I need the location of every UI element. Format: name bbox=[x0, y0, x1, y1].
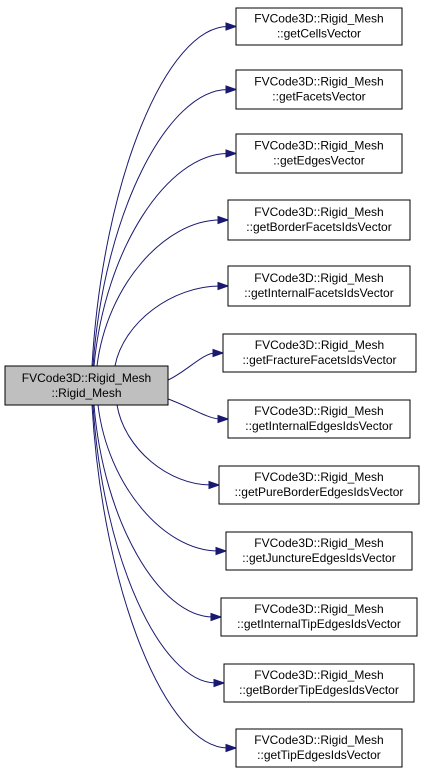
target-node-9[interactable]: FVCode3D::Rigid_Mesh::getJunctureEdgesId… bbox=[225, 531, 413, 571]
target-node-3[interactable]: FVCode3D::Rigid_Mesh::getEdgesVector bbox=[235, 133, 403, 174]
target-node-4[interactable]: FVCode3D::Rigid_Mesh::getBorderFacetsIds… bbox=[227, 199, 411, 241]
target-node-line1: FVCode3D::Rigid_Mesh bbox=[254, 733, 383, 747]
target-node-5[interactable]: FVCode3D::Rigid_Mesh::getInternalFacetsI… bbox=[227, 265, 411, 307]
target-node-line1: FVCode3D::Rigid_Mesh bbox=[254, 139, 383, 153]
call-edge-10 bbox=[93, 404, 214, 618]
target-node-line2: ::getJunctureEdgesIdsVector bbox=[242, 551, 395, 565]
target-node-box bbox=[222, 333, 417, 373]
target-node-line1: FVCode3D::Rigid_Mesh bbox=[254, 536, 383, 550]
target-node-line2: ::getPureBorderEdgesIdsVector bbox=[235, 485, 404, 499]
arrowhead-2 bbox=[225, 85, 238, 94]
target-node-line2: ::getInternalTipEdgesIdsVector bbox=[237, 617, 401, 631]
target-node-line2: ::getFacetsVector bbox=[272, 90, 365, 104]
call-edge-3 bbox=[93, 153, 229, 367]
call-edge-4 bbox=[96, 219, 221, 367]
call-edge-1 bbox=[91, 26, 229, 367]
target-node-line1: FVCode3D::Rigid_Mesh bbox=[254, 470, 383, 484]
arrowhead-11 bbox=[213, 678, 226, 688]
source-node[interactable]: FVCode3D::Rigid_Mesh ::Rigid_Mesh bbox=[4, 365, 169, 406]
call-edge-7 bbox=[167, 398, 221, 420]
target-node-11[interactable]: FVCode3D::Rigid_Mesh::getBorderTipEdgesI… bbox=[223, 663, 415, 703]
source-node-box bbox=[4, 365, 169, 406]
arrowhead-1 bbox=[225, 22, 238, 31]
target-node-1[interactable]: FVCode3D::Rigid_Mesh::getCellsVector bbox=[235, 7, 403, 46]
call-edge-2 bbox=[92, 89, 229, 367]
target-node-box bbox=[223, 663, 415, 703]
target-node-box bbox=[235, 728, 403, 768]
arrowhead-9 bbox=[215, 546, 228, 556]
target-node-box bbox=[227, 399, 411, 439]
target-node-6[interactable]: FVCode3D::Rigid_Mesh::getFractureFacetsI… bbox=[222, 333, 417, 373]
call-edge-8 bbox=[116, 404, 212, 486]
target-node-line2: ::getEdgesVector bbox=[273, 154, 364, 168]
target-node-line2: ::getInternalFacetsIdsVector bbox=[244, 286, 393, 300]
target-node-line2: ::getBorderTipEdgesIdsVector bbox=[239, 683, 399, 697]
target-node-line1: FVCode3D::Rigid_Mesh bbox=[254, 271, 383, 285]
target-node-line1: FVCode3D::Rigid_Mesh bbox=[255, 338, 384, 352]
target-node-line1: FVCode3D::Rigid_Mesh bbox=[254, 75, 383, 89]
call-edge-12 bbox=[91, 404, 229, 749]
target-node-line2: ::getTipEdgesIdsVector bbox=[257, 748, 381, 762]
arrowhead-3 bbox=[225, 149, 238, 158]
target-node-8[interactable]: FVCode3D::Rigid_Mesh::getPureBorderEdges… bbox=[218, 465, 420, 505]
arrowhead-4 bbox=[217, 215, 230, 225]
target-node-line2: ::getFractureFacetsIdsVector bbox=[242, 353, 396, 367]
target-node-box bbox=[227, 199, 411, 241]
call-edge-9 bbox=[97, 404, 219, 552]
target-node-line1: FVCode3D::Rigid_Mesh bbox=[254, 668, 383, 682]
source-node-line1: FVCode3D::Rigid_Mesh bbox=[22, 371, 151, 385]
source-node-line2: ::Rigid_Mesh bbox=[51, 386, 121, 400]
target-node-line2: ::getBorderFacetsIdsVector bbox=[246, 220, 391, 234]
call-edge-6 bbox=[167, 352, 216, 381]
target-node-line1: FVCode3D::Rigid_Mesh bbox=[254, 12, 383, 26]
target-node-12[interactable]: FVCode3D::Rigid_Mesh::getTipEdgesIdsVect… bbox=[235, 728, 403, 768]
target-node-box bbox=[218, 465, 420, 505]
call-nodes: FVCode3D::Rigid_Mesh ::Rigid_Mesh FVCode… bbox=[4, 7, 420, 768]
call-edges bbox=[91, 22, 238, 753]
arrowhead-6 bbox=[212, 348, 225, 358]
target-node-box bbox=[235, 133, 403, 174]
target-node-line2: ::getCellsVector bbox=[277, 27, 361, 41]
target-node-box bbox=[220, 597, 418, 637]
target-node-line1: FVCode3D::Rigid_Mesh bbox=[254, 205, 383, 219]
arrowhead-12 bbox=[225, 743, 238, 753]
arrowhead-5 bbox=[217, 281, 230, 291]
target-node-line2: ::getInternalEdgesIdsVector bbox=[245, 419, 392, 433]
target-node-box bbox=[225, 531, 413, 571]
call-edge-5 bbox=[114, 285, 221, 367]
target-node-box bbox=[227, 265, 411, 307]
target-node-2[interactable]: FVCode3D::Rigid_Mesh::getFacetsVector bbox=[235, 69, 403, 110]
target-node-line1: FVCode3D::Rigid_Mesh bbox=[254, 602, 383, 616]
arrowhead-10 bbox=[210, 612, 223, 622]
arrowhead-7 bbox=[217, 414, 230, 424]
arrowhead-8 bbox=[208, 480, 221, 490]
call-edge-11 bbox=[92, 404, 217, 684]
target-node-box bbox=[235, 69, 403, 110]
target-node-10[interactable]: FVCode3D::Rigid_Mesh::getInternalTipEdge… bbox=[220, 597, 418, 637]
target-node-line1: FVCode3D::Rigid_Mesh bbox=[254, 404, 383, 418]
target-node-box bbox=[235, 7, 403, 46]
target-node-7[interactable]: FVCode3D::Rigid_Mesh::getInternalEdgesId… bbox=[227, 399, 411, 439]
